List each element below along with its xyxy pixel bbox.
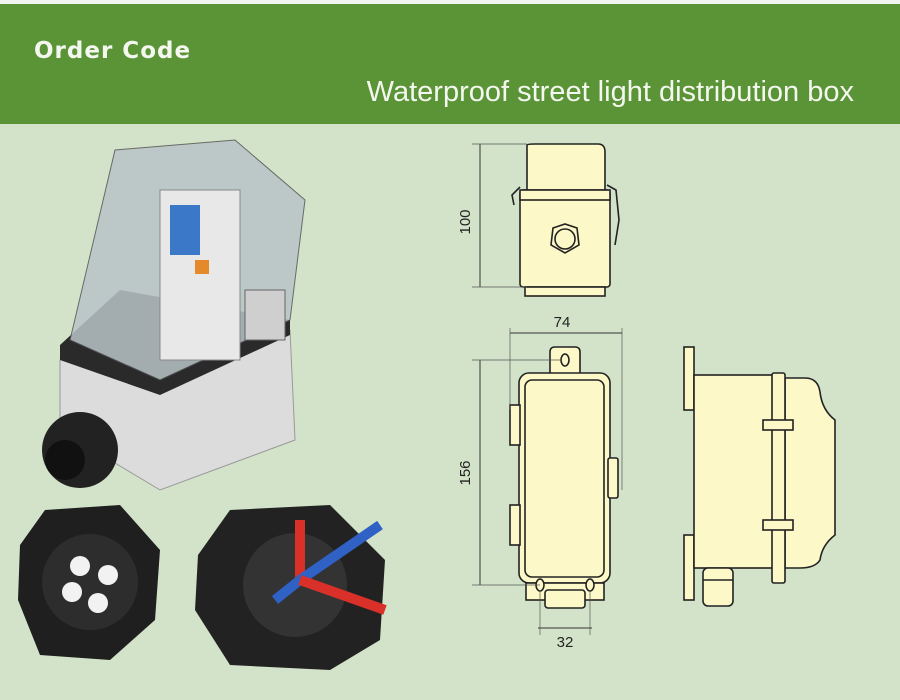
section-title: Order Code (34, 38, 192, 64)
cable-gland-photo-wired (195, 505, 387, 670)
dim-label-100: 100 (457, 209, 474, 234)
cable-gland-photo-front (18, 505, 160, 660)
product-photo-box (42, 139, 306, 491)
dim-label-74: 74 (554, 314, 571, 331)
header-banner: Order Code Waterproof street light distr… (0, 4, 900, 124)
side-view-drawing (683, 346, 836, 607)
top-view-drawing (511, 143, 620, 297)
product-title: Waterproof street light distribution box (366, 76, 854, 108)
dimension-100: 100 (457, 143, 527, 288)
dim-label-156: 156 (457, 460, 474, 485)
front-view-drawing (509, 346, 619, 609)
dim-label-32: 32 (557, 634, 574, 651)
dimension-32: 32 (538, 590, 592, 651)
top-strip (0, 0, 900, 4)
dimension-156: 156 (457, 359, 560, 586)
dimension-74: 74 (509, 314, 623, 490)
